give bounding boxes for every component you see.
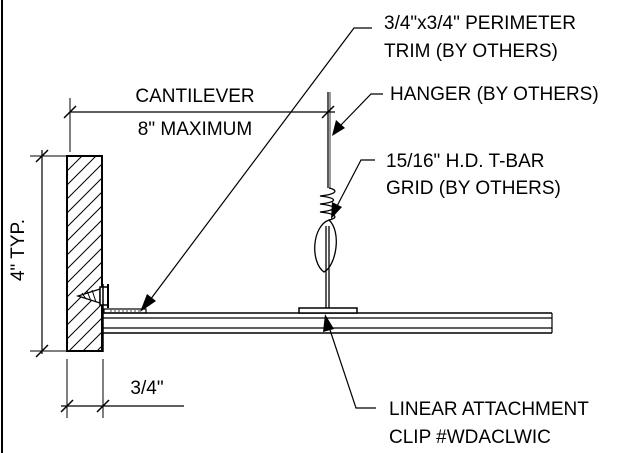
leader-hanger [332,93,383,136]
height-dimension [30,149,67,358]
hanger-wire [314,92,337,308]
height-label: 4" TYP. [8,219,29,281]
trim-width-dimension [60,359,184,418]
hanger-label: HANGER (BY OTHERS) [390,84,599,105]
cantilever-label-1: CANTILEVER [135,86,254,107]
trim-width-label: 3/4" [130,378,163,399]
cantilever-label-2: 8" MAXIMUM [138,119,252,140]
perimeter-trim-label-1: 3/4"x3/4" PERIMETER [384,13,576,34]
leader-perimeter-trim [140,27,372,312]
perimeter-trim-label-2: TRIM (BY OTHERS) [384,41,558,62]
tbar-label-2: GRID (BY OTHERS) [386,178,561,199]
clip-label-2: CLIP #WDACLWIC [389,427,551,448]
wall-section [66,155,103,352]
clip-label-1: LINEAR ATTACHMENT [389,399,589,420]
screw [75,284,109,308]
attachment-clip [298,307,358,314]
leader-tbar [331,159,375,219]
leader-clip [323,314,376,409]
tbar-label-1: 15/16" H.D. T-BAR [386,151,544,172]
